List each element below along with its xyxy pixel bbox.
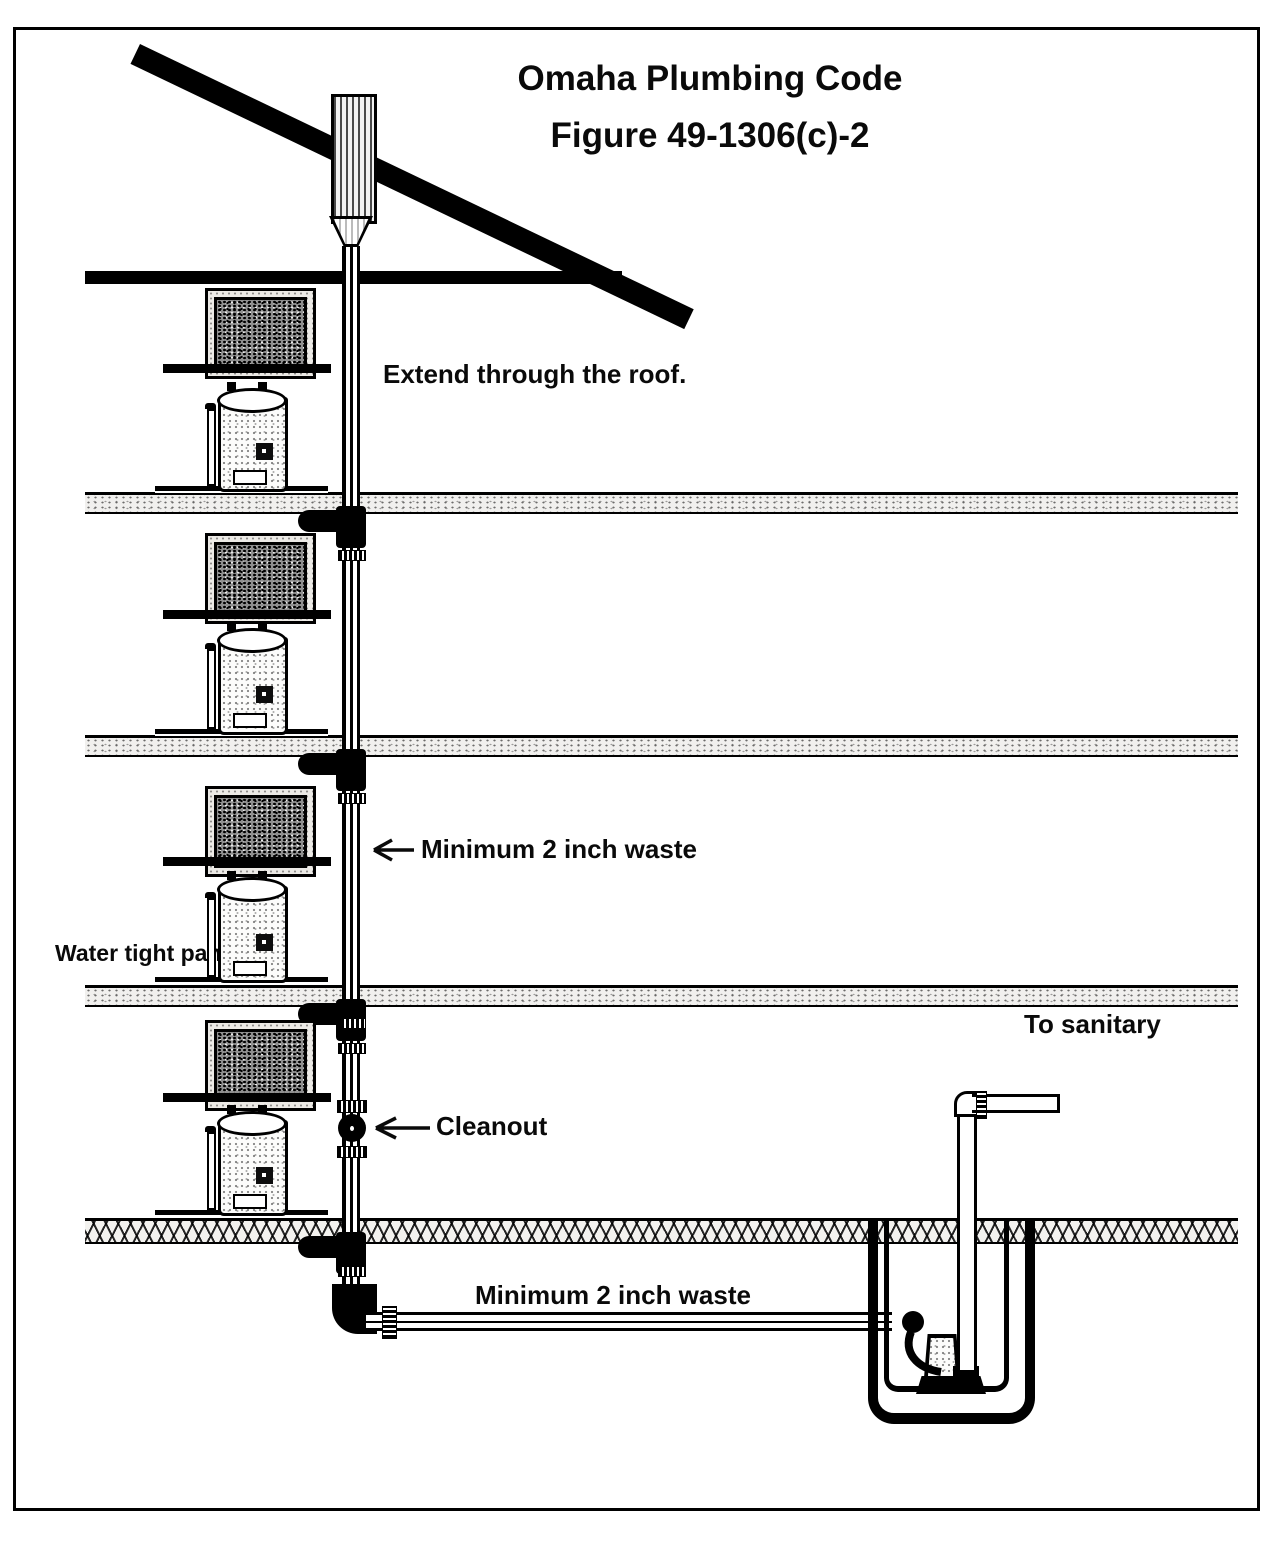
access-panel-core-1 <box>214 297 307 370</box>
stack-tee-1 <box>336 506 366 548</box>
sump-pit-outer-wall <box>868 1218 1035 1424</box>
cleanout-plug-dot <box>350 1126 354 1131</box>
label-waste-upper: Minimum 2 inch waste <box>421 834 697 864</box>
relief-pipe-hook-1 <box>205 403 216 409</box>
horizontal-waste-pipe <box>366 1312 892 1331</box>
heater-control-box-3 <box>256 934 273 951</box>
heater-tank-top-1 <box>217 388 287 413</box>
floor-slab-2 <box>85 735 1238 757</box>
water-heater-1 <box>205 382 288 492</box>
sump-pump-base <box>916 1376 986 1394</box>
heater-control-box-4 <box>256 1167 273 1184</box>
water-heater-2 <box>205 622 288 735</box>
heater-access-door-4 <box>233 1194 267 1209</box>
heater-nipple-icon <box>258 382 267 391</box>
stack-coupling-3 <box>338 1043 366 1054</box>
stack-coupling-1 <box>338 550 366 561</box>
pan-drain-elbow-4 <box>298 1236 342 1258</box>
discharge-pipe-vertical <box>957 1100 977 1370</box>
label-extend-roof: Extend through the roof. <box>383 359 687 389</box>
relief-pipe-hook-3 <box>205 892 216 898</box>
relief-pipe-3 <box>207 898 216 977</box>
label-to-sanitary: To sanitary <box>1024 1009 1161 1039</box>
sump-pump-body-core <box>928 1338 956 1376</box>
relief-pipe-hook-4 <box>205 1126 216 1132</box>
cleanout-coupling-top <box>337 1100 367 1113</box>
heater-nipple-icon <box>227 871 236 880</box>
heater-nipple-icon <box>227 622 236 631</box>
access-panel-1 <box>205 288 316 379</box>
waste-pipe-coupling <box>382 1306 397 1339</box>
stack-tee-2 <box>336 749 366 791</box>
ground-slab <box>85 1218 1238 1244</box>
figure-title-line1: Omaha Plumbing Code <box>517 59 903 98</box>
stack-coupling-5 <box>340 1018 366 1029</box>
access-panel-2 <box>205 533 316 624</box>
stack-coupling-2 <box>338 793 366 804</box>
shelf-4 <box>163 1093 331 1102</box>
heater-tank-top-4 <box>217 1111 287 1136</box>
access-panel-core-3 <box>214 795 307 868</box>
shelf-3 <box>163 857 331 866</box>
floor-slab-3 <box>85 985 1238 1007</box>
heater-control-box-1 <box>256 443 273 460</box>
heater-tank-top-3 <box>217 877 287 902</box>
water-heater-4 <box>205 1105 288 1216</box>
cleanout-coupling-bottom <box>337 1146 367 1158</box>
page-border <box>13 27 1260 1511</box>
horizontal-waste-centerline <box>366 1321 892 1323</box>
stack-coupling-base <box>338 1266 366 1277</box>
heater-nipple-icon <box>227 1105 236 1114</box>
heater-nipple-icon <box>258 622 267 631</box>
pan-drain-elbow-1 <box>298 510 342 532</box>
heater-tank-1 <box>218 397 288 492</box>
vent-cap <box>331 94 377 224</box>
floor-slab-1 <box>85 492 1238 514</box>
pan-drain-elbow-2 <box>298 753 342 775</box>
heater-tank-top-2 <box>217 628 287 653</box>
relief-pipe-1 <box>207 409 216 486</box>
pan-drain-elbow-3 <box>298 1003 342 1025</box>
discharge-pipe-horizontal <box>972 1094 1060 1113</box>
discharge-pipe-hub <box>976 1091 987 1119</box>
heater-nipple-icon <box>258 1105 267 1114</box>
shelf-2 <box>163 610 331 619</box>
heater-access-door-2 <box>233 713 267 728</box>
relief-pipe-4 <box>207 1132 216 1210</box>
relief-pipe-2 <box>207 649 216 729</box>
figure-title-line2: Figure 49-1306(c)-2 <box>550 116 870 155</box>
label-water-tight-pan: Water tight pan <box>55 940 222 966</box>
label-cleanout: Cleanout <box>436 1111 548 1141</box>
heater-tank-3 <box>218 886 288 983</box>
water-heater-3 <box>205 871 288 983</box>
access-panel-core-2 <box>214 542 307 615</box>
shelf-1 <box>163 364 331 373</box>
figure-title: Omaha Plumbing Code Figure 49-1306(c)-2 <box>420 50 1000 164</box>
heater-access-door-1 <box>233 470 267 485</box>
heater-access-door-3 <box>233 961 267 976</box>
heater-nipple-icon <box>227 382 236 391</box>
label-waste-lower: Minimum 2 inch waste <box>475 1280 751 1310</box>
relief-pipe-hook-2 <box>205 643 216 649</box>
heater-control-box-2 <box>256 686 273 703</box>
heater-nipple-icon <box>258 871 267 880</box>
access-panel-core-4 <box>214 1029 307 1102</box>
